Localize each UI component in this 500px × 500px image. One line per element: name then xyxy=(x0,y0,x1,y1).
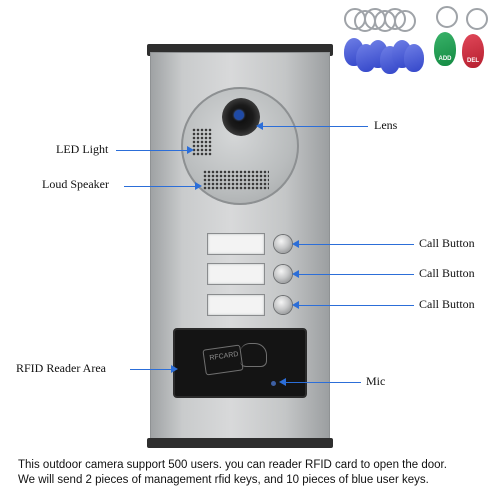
name-plate-1 xyxy=(207,233,265,255)
arrow-left-icon xyxy=(292,301,299,309)
rfid-leader-line xyxy=(130,369,172,370)
call-button-3[interactable] xyxy=(274,296,292,314)
mic-hole xyxy=(271,381,276,386)
green-key-fob xyxy=(434,32,456,66)
call-button-1[interactable] xyxy=(274,235,292,253)
blue-key-fob xyxy=(404,44,424,72)
arrow-left-icon xyxy=(292,240,299,248)
call-button-2[interactable] xyxy=(274,265,292,283)
arrow-left-icon xyxy=(292,270,299,278)
loud-speaker-leader-line xyxy=(124,186,196,187)
loud-speaker-label: Loud Speaker xyxy=(42,177,109,191)
add-key-label: ADD xyxy=(438,56,452,62)
rfid-reader-area-label: RFID Reader Area xyxy=(16,361,106,375)
call-button-label-1: Call Button xyxy=(419,236,475,250)
mic-label: Mic xyxy=(366,374,386,388)
lens-label: Lens xyxy=(374,118,398,132)
arrow-right-icon xyxy=(195,182,202,190)
key-ring-icon xyxy=(436,6,458,28)
call-button-label-2: Call Button xyxy=(419,266,475,280)
call-button-leader-line-3 xyxy=(298,305,414,306)
red-key-fob xyxy=(462,34,484,68)
name-plate-3 xyxy=(207,294,265,316)
mic-leader-line xyxy=(285,382,361,383)
hand-icon xyxy=(240,343,267,367)
arrow-right-icon xyxy=(187,146,194,154)
arrow-left-icon xyxy=(256,122,263,130)
call-button-leader-line-1 xyxy=(298,244,414,245)
caption-line-1: This outdoor camera support 500 users. y… xyxy=(18,459,447,471)
led-light-label: LED Light xyxy=(56,142,109,156)
key-ring-icon xyxy=(466,8,488,30)
panel-bottom-cap xyxy=(147,438,333,448)
led-light-array xyxy=(192,128,212,156)
arrow-left-icon xyxy=(279,378,286,386)
loud-speaker-grille xyxy=(203,170,269,190)
lens-glass xyxy=(234,110,244,120)
del-key-label: DEL xyxy=(467,58,479,64)
lens-leader-line xyxy=(262,126,368,127)
call-button-leader-line-2 xyxy=(298,274,414,275)
call-button-label-3: Call Button xyxy=(419,297,475,311)
key-ring-icon xyxy=(394,10,416,32)
arrow-right-icon xyxy=(171,365,178,373)
name-plate-2 xyxy=(207,263,265,285)
led-light-leader-line xyxy=(116,150,188,151)
caption-line-2: We will send 2 pieces of management rfid… xyxy=(18,474,429,486)
